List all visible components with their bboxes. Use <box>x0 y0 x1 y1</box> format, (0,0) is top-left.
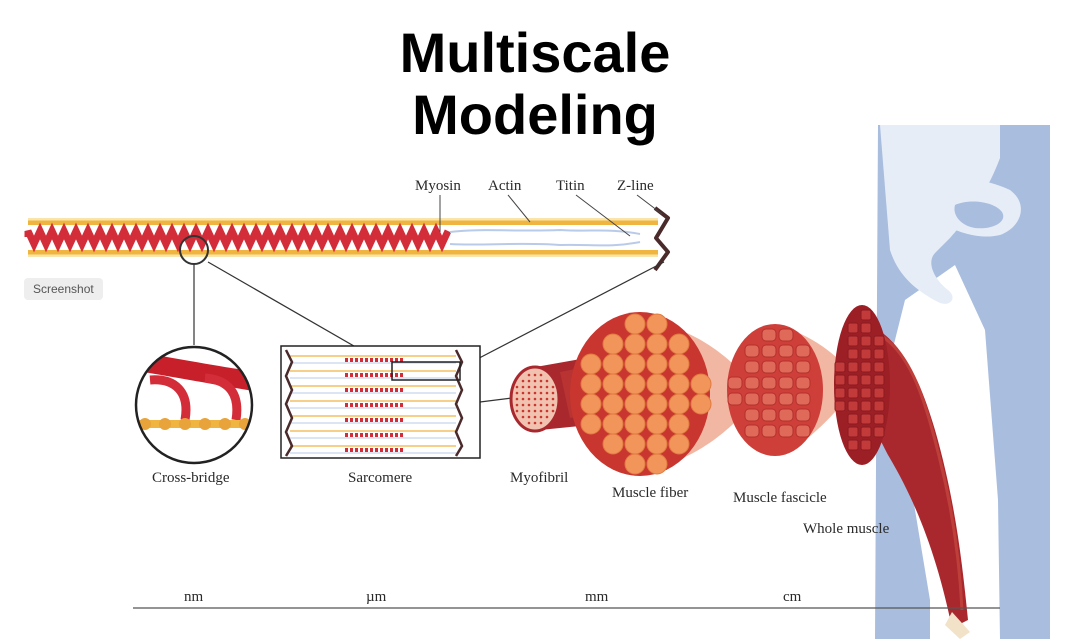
scale-bar: nm µm mm cm <box>133 589 1000 609</box>
cross-bridge-illustration <box>134 345 254 465</box>
muscle-fiber-illustration <box>570 312 760 476</box>
label-muscle-fascicle: Muscle fascicle <box>733 490 827 506</box>
legend-myosin: Myosin <box>415 178 461 194</box>
label-whole-muscle: Whole muscle <box>803 521 890 537</box>
muscle-fascicle-illustration <box>727 324 860 456</box>
sarcomere-illustration <box>280 345 481 459</box>
filament-strip <box>24 206 670 272</box>
scale-nm: nm <box>184 589 204 605</box>
label-myofibril: Myofibril <box>510 470 568 486</box>
whole-muscle-illustration <box>834 305 970 639</box>
scale-mm: mm <box>585 589 609 605</box>
title-line-1: Multiscale <box>399 21 671 84</box>
label-sarcomere: Sarcomere <box>348 470 412 486</box>
legend-titin: Titin <box>556 178 585 194</box>
legend-z-line: Z-line <box>617 178 654 194</box>
label-muscle-fiber: Muscle fiber <box>612 485 688 501</box>
title-line-2: Modeling <box>412 83 658 146</box>
leg-silhouette <box>875 125 1050 639</box>
label-cross-bridge: Cross-bridge <box>152 470 230 486</box>
filament-legend: Myosin Actin Titin Z-line <box>415 178 663 237</box>
screenshot-badge: Screenshot <box>24 278 103 300</box>
scale-um: µm <box>366 589 387 605</box>
structure-labels: Cross-bridge Sarcomere Myofibril Muscle … <box>152 470 890 537</box>
scale-cm: cm <box>783 589 802 605</box>
page-title: Multiscale Modeling <box>0 22 1070 146</box>
legend-actin: Actin <box>488 178 522 194</box>
